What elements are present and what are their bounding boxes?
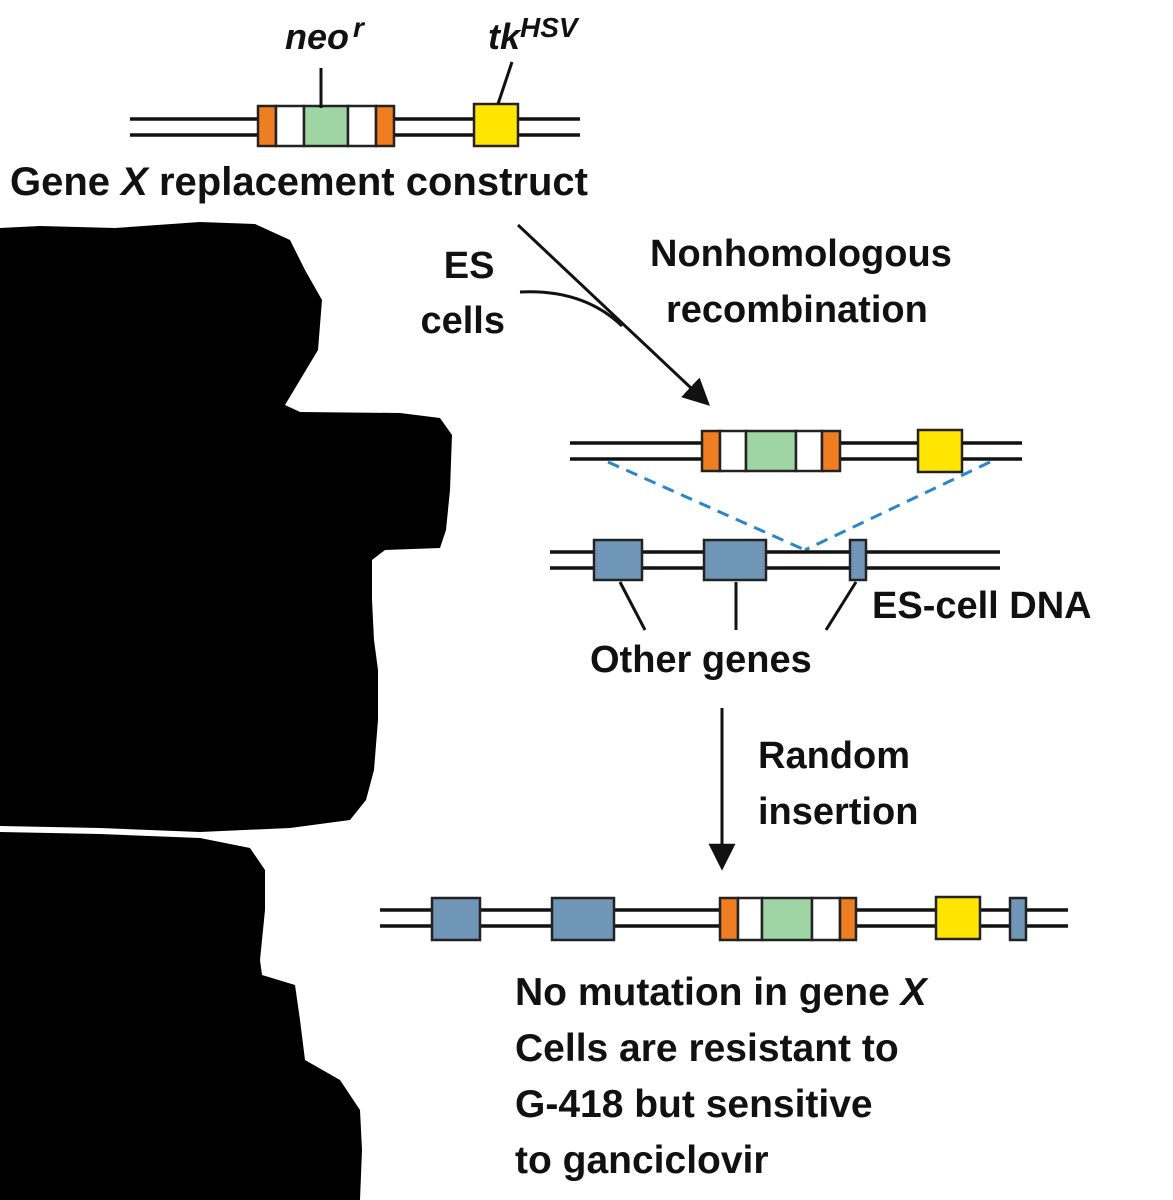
- tk-gene-box: [934, 895, 982, 941]
- tk-gene-box: [472, 102, 520, 148]
- other-gene-box: [848, 538, 868, 582]
- other-gene-box: [550, 896, 616, 942]
- neo-superscript: r: [353, 12, 366, 43]
- result-line2: Cells are resistant to: [515, 1027, 899, 1070]
- redaction-mask: [0, 222, 452, 832]
- es-cell-dna: [550, 538, 1000, 631]
- crossover-dashes: [607, 460, 991, 552]
- other-gene-box: [1008, 896, 1028, 942]
- result-line3: G-418 but sensitive: [515, 1083, 873, 1126]
- replacement-construct: [130, 61, 580, 148]
- random-line2: insertion: [758, 791, 918, 833]
- nonhomologous-line1: Nonhomologous: [650, 233, 952, 275]
- es-cell-dna-label: ES-cell DNA: [872, 585, 1092, 627]
- svg-text:Nonhomologous recombinatio: Nonhomologous recombination: [650, 233, 962, 331]
- redaction-mask-lower: [0, 832, 362, 1200]
- neo-gene-label: neo: [285, 16, 349, 57]
- construct-title-part2: replacement construct: [148, 160, 588, 204]
- es-cells-line2: cells: [420, 300, 505, 342]
- tk-gene-label: tk: [488, 16, 522, 57]
- es-cells-line1: ES: [444, 245, 495, 287]
- result-dna: [380, 895, 1068, 942]
- construct-title-part1: Gene: [10, 160, 121, 204]
- construct-title-italic: X: [119, 160, 150, 204]
- result-line1-italic: X: [899, 971, 929, 1014]
- svg-text:tkHSV: tkHSV: [488, 12, 580, 57]
- construct-copy: [570, 428, 1022, 474]
- neo-cassette: [256, 104, 396, 148]
- other-gene-box: [592, 538, 644, 582]
- svg-text:Gene X replacement construct: Gene X replacement construct: [10, 160, 588, 204]
- tk-superscript: HSV: [520, 12, 580, 43]
- svg-text:No mutation in gene X Cell: No mutation in gene X Cells are resistan…: [515, 971, 938, 1182]
- random-line1: Random: [758, 735, 910, 777]
- tk-leader-line: [496, 61, 514, 105]
- other-gene-box: [430, 896, 482, 942]
- svg-text:ES cells: ES cells: [420, 245, 505, 342]
- result-line1-part1: No mutation in gene: [515, 971, 901, 1014]
- result-line4: to ganciclovir: [515, 1139, 769, 1182]
- transfection-arrow: [516, 223, 710, 406]
- other-genes-label: Other genes: [590, 639, 812, 681]
- nonhomologous-line2: recombination: [666, 289, 928, 331]
- neo-cassette: [718, 896, 858, 942]
- other-gene-box: [702, 538, 768, 582]
- svg-text:Random insertion: Random insertion: [758, 735, 921, 833]
